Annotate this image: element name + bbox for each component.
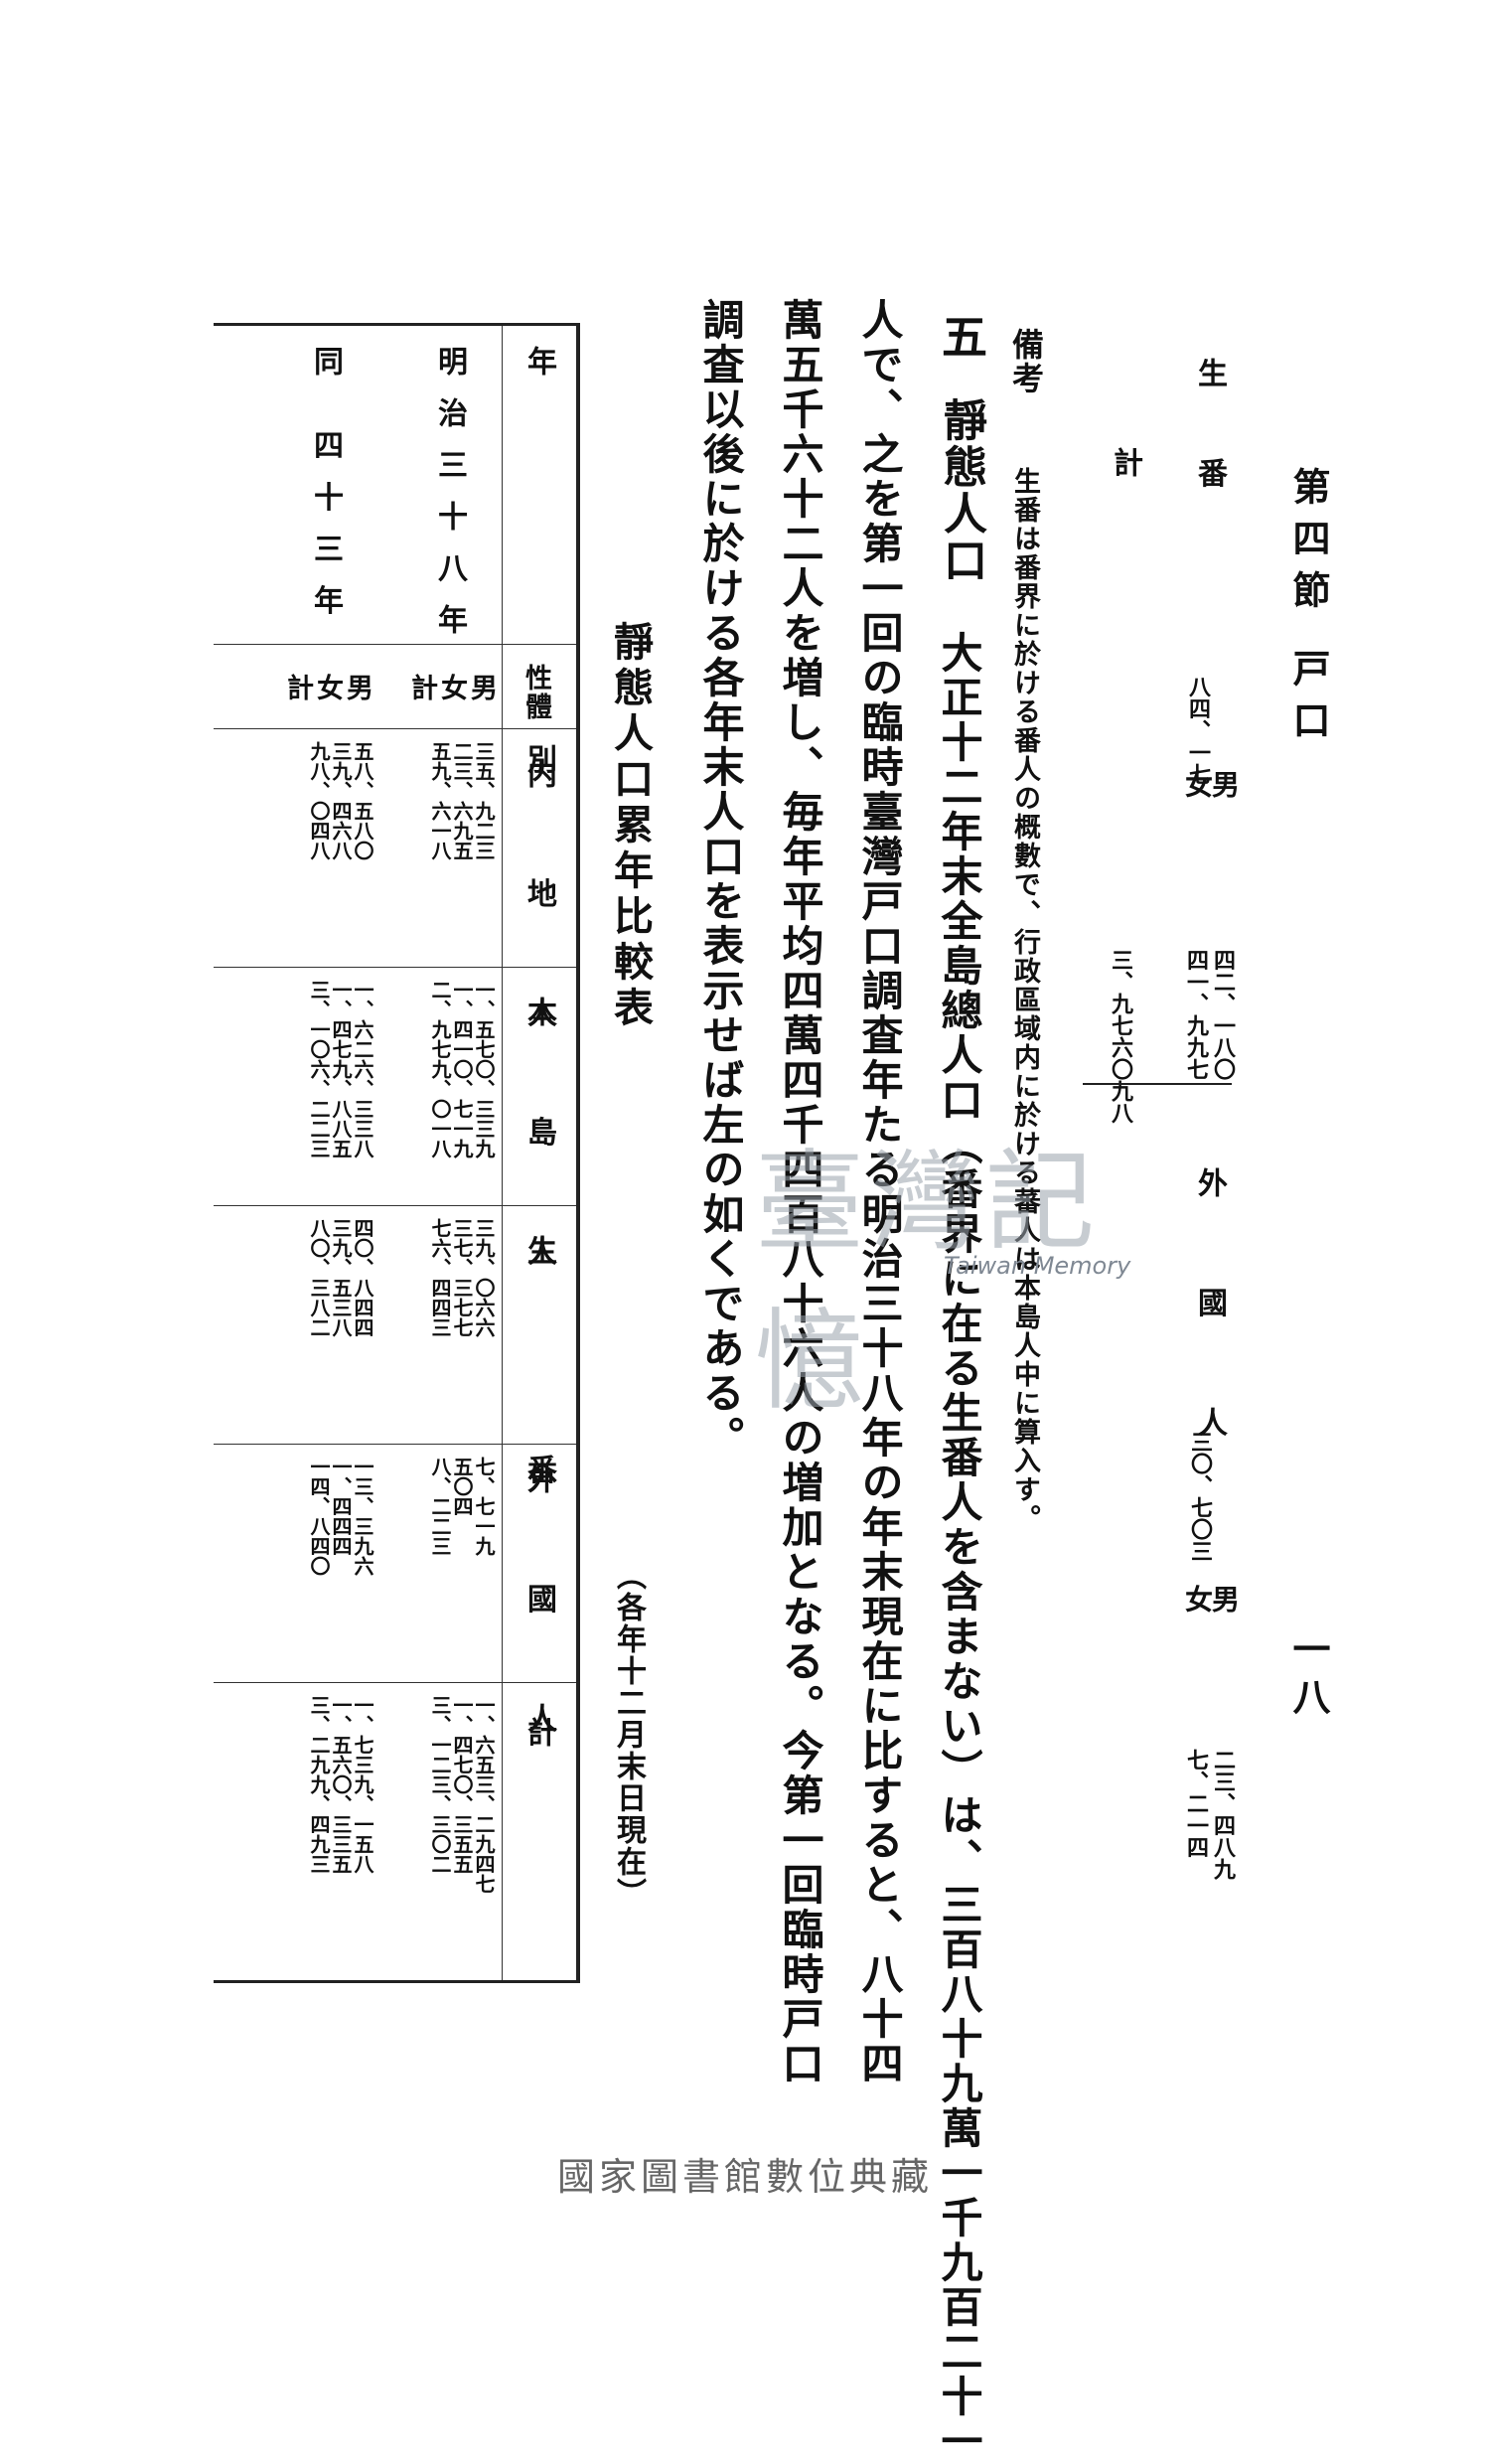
- row-year-meiji38: 明治三十八年: [432, 346, 467, 656]
- row2-sex-female: 女: [312, 674, 343, 702]
- row2-naichi-female: 三九、四六八: [329, 741, 353, 860]
- row2-sex-male: 男: [342, 674, 372, 702]
- row2-foreign-male: 一三、三九六: [351, 1457, 374, 1576]
- row1-foreign-male: 七、七一九: [472, 1457, 496, 1556]
- row-label-total: 計: [1108, 447, 1142, 483]
- note-label: 備考: [1007, 328, 1045, 395]
- body-line-1: 大正十二年末全島總人口（番界に在る生番人を含まない）は、三百八十九萬一千九百二十…: [935, 631, 983, 2464]
- row2-seiban-female: 三九、五三八: [329, 1218, 353, 1337]
- table-title: 靜態人口累年比較表: [607, 621, 654, 1032]
- row2-naichi-total: 九八、〇四八: [307, 741, 331, 860]
- row1-naichi-male: 三五、九二三: [472, 741, 496, 860]
- row1-naichi-female: 二三、六九五: [450, 741, 474, 860]
- watermark-subtitle: Taiwan Memory: [944, 1252, 1131, 1280]
- row1-total-female: 一、四七〇、三五五: [450, 1695, 474, 1874]
- row2-total-female: 一、五六〇、三三五: [329, 1695, 353, 1874]
- row1-foreign-total: 八、二二三: [428, 1457, 452, 1556]
- th-year: 年 別: [522, 346, 556, 953]
- th-total: 計: [522, 1717, 556, 1755]
- foreign-label: 外 國 人: [1192, 1167, 1227, 1476]
- body-line-4: 調査以後に於ける各年末人口を表示せば左の如くである。: [696, 298, 745, 1461]
- row2-total-total: 三、二九九、四九三: [307, 1695, 331, 1874]
- rule-after-seiban: [214, 1444, 576, 1445]
- rule-after-naichi: [214, 967, 576, 968]
- rule-after-sex: [214, 728, 576, 729]
- seiban-total-value: 八四、一七: [1185, 676, 1211, 785]
- row2-foreign-female: 一、四四四: [329, 1457, 353, 1556]
- row2-foreign-total: 一四、八四〇: [307, 1457, 331, 1576]
- foreign-sex-female: 女: [1181, 1585, 1214, 1618]
- row2-naichi-male: 五八、五八〇: [351, 741, 374, 860]
- row2-seiban-male: 四〇、八四四: [351, 1218, 374, 1337]
- row1-seiban-female: 三七、三七七: [450, 1218, 474, 1337]
- row2-hontou-total: 三、一〇六、二二三: [307, 980, 331, 1158]
- running-head: 第四節 戸口: [1286, 467, 1331, 753]
- row2-hontou-female: 一、四七九、八八五: [329, 980, 353, 1158]
- footer-credit: 國家圖書館數位典藏: [556, 2155, 933, 2199]
- th-foreign: 外 國 人: [522, 1463, 556, 1772]
- row1-total-male: 一、六五三、二九四七: [472, 1695, 496, 1894]
- foreign-sex-male: 男: [1208, 1585, 1241, 1618]
- row1-seiban-male: 三九、〇六六: [472, 1218, 496, 1337]
- row2-total-male: 一、七三九、一五八: [351, 1695, 374, 1874]
- row-year-meiji43: 同 四十三年: [308, 346, 343, 637]
- row1-hontou-total: 二、九七九、〇一八: [428, 980, 452, 1158]
- seiban-female-value: 四一、九九七: [1183, 949, 1209, 1080]
- seiban-male-value: 四二、一八〇: [1210, 949, 1236, 1080]
- row1-hontou-female: 一、四一〇、七一九: [450, 980, 474, 1158]
- row-label-seiban: 生 番: [1192, 358, 1227, 518]
- seiban-sex-female: 女: [1181, 770, 1214, 804]
- row1-hontou-male: 一、五七〇、三三九: [472, 980, 496, 1158]
- body-line-2: 人で、之を第一回の臨時臺灣戸口調査年たる明治三十八年の年末現在に比すると、八十四: [855, 298, 904, 2086]
- row2-hontou-male: 一、六二六、三三八: [351, 980, 374, 1158]
- page-number: 一八: [1286, 1629, 1331, 1725]
- row1-sex-female: 女: [436, 674, 467, 702]
- rule-after-year: [214, 644, 576, 645]
- top-table-rule: [1083, 1083, 1232, 1085]
- row2-seiban-total: 八〇、三八二: [307, 1218, 331, 1337]
- foreign-male-value: 二三、四八九: [1210, 1749, 1236, 1880]
- th-seiban: 生 番: [522, 1235, 556, 1574]
- seiban-sex-male: 男: [1208, 770, 1241, 804]
- seiban-sum-value: 三、九七六〇九八: [1108, 949, 1133, 1124]
- row1-total-total: 三、一二三、三〇二: [428, 1695, 452, 1874]
- row1-sex-male: 男: [466, 674, 497, 702]
- body-line-3: 萬五千六十二人を増し、毎年平均四萬四千四百八十六人の増加となる。今第一回臨時戸口: [776, 298, 824, 2086]
- section-number: 五: [935, 313, 988, 362]
- foreign-female-value: 七、二一四: [1183, 1749, 1209, 1858]
- row2-sex-total: 計: [282, 674, 313, 702]
- table-date-note: （各年十二月末日現在）: [611, 1560, 646, 1910]
- row1-seiban-total: 七六、四四三: [428, 1218, 452, 1337]
- population-table: 年 別 性體 内 地 人 本 島 人 生 番 外 國 人 計 明治三十八年 男 …: [214, 323, 580, 1983]
- rule-after-hontou: [214, 1205, 576, 1206]
- row1-foreign-female: 五〇四: [450, 1457, 474, 1516]
- row1-sex-total: 計: [406, 674, 437, 702]
- section-title: 靜態人口: [936, 397, 986, 584]
- row1-naichi-total: 五九、六一八: [428, 741, 452, 860]
- note-text: 生番は番界に於ける番人の概數で、行政區域内に於ける蕃人は本島人中に算入す。: [1009, 467, 1040, 1533]
- th-sex: 性體: [521, 664, 551, 721]
- watermark: 臺灣記憶 Taiwan Memory: [755, 1113, 1212, 1425]
- foreign-total-value: 三〇、七〇三: [1187, 1431, 1213, 1562]
- th-hontou: 本 島 人: [522, 997, 556, 1306]
- watermark-text: 臺灣記憶: [755, 1139, 1101, 1425]
- th-naichi: 内 地 人: [522, 758, 556, 1067]
- rule-header-col: [502, 326, 503, 1980]
- rule-after-foreign: [214, 1682, 576, 1683]
